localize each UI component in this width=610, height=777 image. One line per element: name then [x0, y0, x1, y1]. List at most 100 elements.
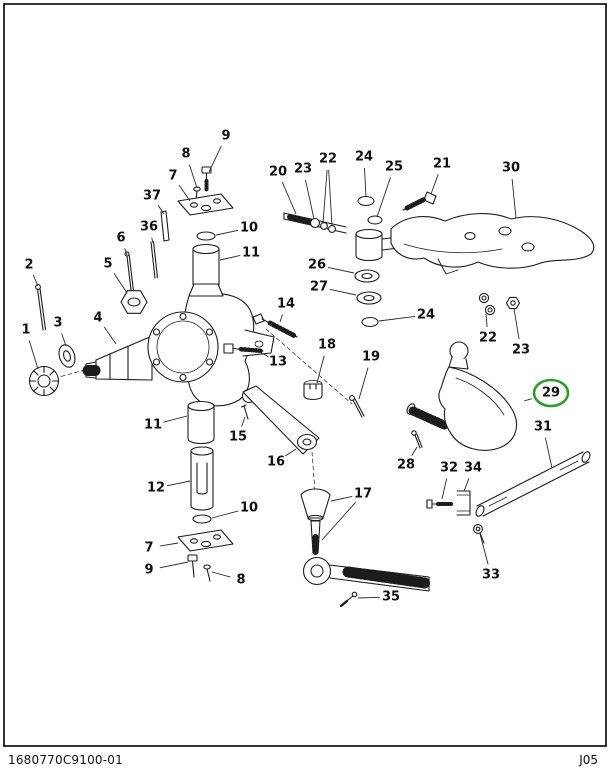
washer-27 [356, 291, 382, 305]
callout-10[interactable]: 10 [240, 501, 258, 516]
leader-line-12 [166, 480, 191, 487]
leader-line-33 [479, 533, 489, 565]
callout-23[interactable]: 23 [512, 343, 530, 358]
callout-5[interactable]: 5 [103, 257, 112, 272]
callout-32[interactable]: 32 [440, 461, 458, 476]
callout-17[interactable]: 17 [354, 487, 372, 502]
bracket-hardware [478, 292, 521, 316]
leader-line-10 [215, 229, 239, 236]
callout-8[interactable]: 8 [236, 573, 245, 588]
leader-line-4 [103, 326, 117, 345]
callout-9[interactable]: 9 [221, 129, 230, 144]
leader-line-32 [441, 478, 448, 500]
washer-25 [367, 215, 383, 225]
leader-line-15 [241, 416, 246, 427]
leader-line-1 [28, 340, 39, 370]
callout-28[interactable]: 28 [397, 458, 415, 473]
leader-line-9 [208, 145, 222, 173]
leader-line-22 [485, 313, 488, 328]
cotter-pin-19 [349, 395, 365, 418]
callout-14[interactable]: 14 [277, 297, 295, 312]
callout-26[interactable]: 26 [308, 258, 326, 273]
bushing-11-bottom [187, 400, 215, 445]
stop-bolt-13 [223, 343, 265, 354]
callout-35[interactable]: 35 [382, 590, 400, 605]
leader-line-25 [376, 177, 391, 218]
callout-7[interactable]: 7 [144, 541, 153, 556]
callout-15[interactable]: 15 [229, 430, 247, 445]
leader-line-31 [544, 437, 553, 469]
highlight-circle-29 [532, 378, 570, 408]
bolt-9-bottom [187, 554, 198, 578]
bolt-9-top [201, 166, 212, 192]
king-pin-12 [190, 446, 214, 511]
spindle-hardware [28, 210, 170, 397]
callout-11[interactable]: 11 [144, 418, 162, 433]
callout-12[interactable]: 12 [147, 481, 165, 496]
callout-37[interactable]: 37 [143, 189, 161, 204]
callout-25[interactable]: 25 [385, 160, 403, 175]
callout-1[interactable]: 1 [21, 323, 30, 338]
callout-7[interactable]: 7 [168, 169, 177, 184]
callout-31[interactable]: 31 [534, 420, 552, 435]
callout-18[interactable]: 18 [318, 338, 336, 353]
callout-24[interactable]: 24 [417, 308, 435, 323]
leader-line-19 [358, 367, 369, 400]
clamp-34 [456, 490, 471, 516]
tie-rod-arm-group [240, 380, 365, 455]
callout-21[interactable]: 21 [433, 157, 451, 172]
callout-30[interactable]: 30 [502, 161, 520, 176]
callout-16[interactable]: 16 [267, 455, 285, 470]
callout-22[interactable]: 22 [319, 152, 337, 167]
ball-stud [310, 520, 321, 555]
callout-4[interactable]: 4 [93, 311, 102, 326]
dust-cone [300, 488, 331, 519]
page-border [3, 3, 607, 747]
arm-16 [241, 385, 320, 455]
castle-nut-18 [303, 380, 323, 401]
callout-27[interactable]: 27 [310, 280, 328, 295]
callout-36[interactable]: 36 [140, 220, 158, 235]
leader-line-22 [322, 169, 328, 224]
tie-rod-end-17 [300, 488, 431, 608]
leader-line-17 [330, 495, 353, 502]
leader-line-13 [259, 351, 269, 358]
callout-13[interactable]: 13 [269, 355, 287, 370]
washers-22-right [478, 292, 496, 316]
callout-34[interactable]: 34 [464, 461, 482, 476]
leader-line-22 [328, 169, 333, 227]
callout-19[interactable]: 19 [362, 350, 380, 365]
callout-24[interactable]: 24 [355, 150, 373, 165]
nut-23-left [309, 217, 321, 229]
leader-line-2 [32, 274, 39, 287]
callout-33[interactable]: 33 [482, 568, 500, 583]
callout-23[interactable]: 23 [294, 162, 312, 177]
tube-clamp-group [426, 490, 485, 544]
callout-22[interactable]: 22 [479, 331, 497, 346]
callout-9[interactable]: 9 [144, 563, 153, 578]
leader-line-29 [523, 398, 532, 402]
steering-bracket-30 [390, 213, 595, 275]
callout-3[interactable]: 3 [53, 316, 62, 331]
page-code: J05 [579, 753, 598, 767]
gasket-10-top [196, 231, 216, 241]
callout-2[interactable]: 2 [24, 258, 33, 273]
seal-24-upper [357, 195, 375, 207]
rod-end-socket [302, 556, 431, 592]
leader-line-9 [159, 561, 189, 569]
callout-29[interactable]: 29 [542, 386, 560, 401]
leader-line-8 [211, 571, 231, 578]
callout-11[interactable]: 11 [242, 246, 260, 261]
callout-8[interactable]: 8 [181, 147, 190, 162]
hex-nut-5 [120, 290, 148, 314]
callout-10[interactable]: 10 [240, 221, 258, 236]
clamp-bolt-21 [402, 191, 437, 211]
leader-line-6 [124, 248, 128, 256]
leader-line-10 [211, 510, 239, 519]
part-number: 1680770C9100-01 [8, 753, 123, 767]
leader-lines [28, 145, 553, 599]
callout-6[interactable]: 6 [116, 231, 125, 246]
callout-20[interactable]: 20 [269, 165, 287, 180]
